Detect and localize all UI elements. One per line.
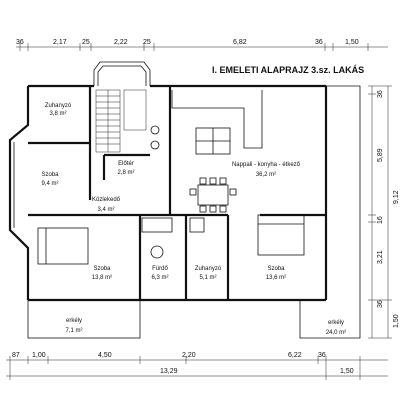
bed-left-room <box>37 227 89 265</box>
room-area-shower-1: 3,8 m² <box>49 111 66 117</box>
top-dimension-chain: 36 2,17 25 2,22 25 6,82 36 1,50 <box>16 39 388 51</box>
bathroom-fixtures <box>141 125 205 259</box>
dim-top-5: 25 <box>143 39 151 46</box>
dim-top-7: 36 <box>315 39 323 46</box>
dim-right-3: 16 <box>377 216 384 224</box>
room-name-bedroom-2: Szoba <box>93 266 111 272</box>
dim-top-6: 6,82 <box>233 39 247 46</box>
room-name-bathroom: Fürdő <box>152 266 168 272</box>
room-area-corridor: 3,4 m² <box>97 207 114 213</box>
dim-bottom-6: 36 <box>318 352 326 359</box>
dim-top-1: 36 <box>16 39 24 46</box>
room-name-balcony-1: erkély <box>66 318 82 324</box>
balcony-left <box>27 299 141 339</box>
dim-bottom-5: 6,22 <box>288 352 302 359</box>
dim-right-1: 36 <box>377 90 384 98</box>
room-name-hall: Előtér <box>118 161 134 167</box>
right-dimension-chain: 36 5,89 16 3,21 36 9,12 1,50 <box>368 85 400 339</box>
dim-bottom-1: 87 <box>12 352 20 359</box>
room-labels: Zuhanyzó 3,8 m² Szoba 9,4 m² Előtér 2,8 … <box>41 103 346 336</box>
dim-right-4: 3,21 <box>377 250 384 264</box>
dim-right-outer-1: 9,12 <box>393 190 400 204</box>
dim-top-3: 25 <box>82 39 90 46</box>
room-area-bedroom-1: 9,4 m² <box>41 181 58 187</box>
outer-walls <box>8 61 328 302</box>
dim-top-4: 2,22 <box>114 39 128 46</box>
dining-table <box>189 177 237 213</box>
staircase <box>95 89 147 153</box>
bed-right-room <box>257 214 305 256</box>
balcony-right <box>299 85 361 339</box>
bottom-dimension-chain: 87 1,00 4,50 2,20 6,22 36 13,29 1,50 <box>6 352 388 380</box>
room-area-living: 36,2 m² <box>256 172 276 178</box>
room-name-bedroom-3: Szoba <box>267 266 285 272</box>
dim-right-2: 5,89 <box>377 148 384 162</box>
room-name-shower-2: Zuhanyzó <box>195 266 222 272</box>
plan-title: I. EMELETI ALAPRAJZ 3.sz. LAKÁS <box>212 65 364 75</box>
room-area-bedroom-3: 13,6 m² <box>266 275 286 281</box>
room-area-hall: 2,8 m² <box>117 170 134 176</box>
kitchen-counter <box>171 90 263 155</box>
room-name-shower-1: Zuhanyzó <box>45 103 72 109</box>
dim-bottom-2: 1,00 <box>32 352 46 359</box>
room-area-bathroom: 6,3 m² <box>151 275 168 281</box>
dim-top-2: 2,17 <box>53 39 67 46</box>
room-area-shower-2: 5,1 m² <box>199 275 216 281</box>
dim-bottom-3: 4,50 <box>98 352 112 359</box>
room-area-balcony-1: 7,1 m² <box>65 328 82 334</box>
dim-bottom-balcony: 1,50 <box>340 368 354 375</box>
room-name-living: Nappali - konyha - étkező <box>232 162 301 168</box>
room-area-balcony-2: 24,0 m² <box>326 330 346 336</box>
room-name-bedroom-1: Szoba <box>41 172 59 178</box>
room-name-corridor: Közlekedő <box>92 197 121 203</box>
dim-bottom-total: 13,29 <box>160 368 178 375</box>
dim-right-5: 36 <box>377 300 384 308</box>
dim-top-8: 1,50 <box>345 39 359 46</box>
room-area-bedroom-2: 13,8 m² <box>92 275 112 281</box>
dim-bottom-4: 2,20 <box>182 352 196 359</box>
dim-right-outer-2: 1,50 <box>393 314 400 328</box>
room-name-balcony-2: erkély <box>328 320 344 326</box>
